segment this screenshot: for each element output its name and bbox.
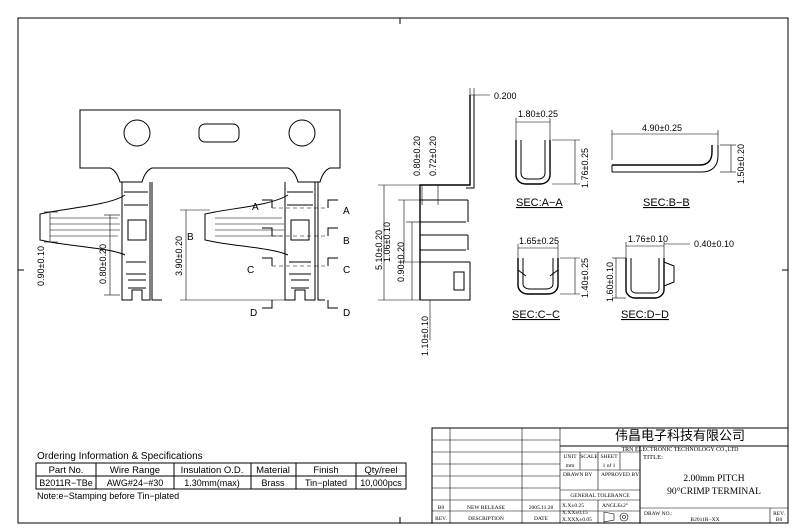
dim-side-090: 0.90±0.20 (396, 242, 406, 282)
projection-symbol (603, 511, 629, 523)
release-date: 2005.11.28 (529, 505, 554, 511)
approved-by-label: APPROVED BY (601, 472, 639, 478)
section-c-right: C (343, 265, 350, 276)
terminal-left (39, 182, 162, 301)
ordering-header-wire: Wire Range (110, 465, 160, 476)
section-a-left: A (252, 202, 259, 213)
section-d-view (612, 242, 690, 299)
sec-b-width: 4.90±0.25 (642, 123, 682, 133)
rev-value-right: B0 (776, 517, 783, 523)
sec-a-height: 1.76±0.25 (580, 148, 590, 188)
rev-label-right: REV. (773, 511, 785, 517)
new-release: NEW RELEASE (467, 505, 506, 511)
general-tolerance-label: GENERAL TOLERANCE (570, 493, 630, 499)
ordering-table (35, 462, 407, 490)
sec-b-label: SEC:B−B (643, 197, 690, 209)
rev-b0: B0 (438, 505, 445, 511)
section-d-left: D (250, 308, 257, 319)
ordering-header-part: Part No. (49, 465, 84, 476)
ordering-header-qty: Qty/reel (364, 465, 397, 476)
title-block (431, 427, 789, 524)
pilot-hole-right (288, 119, 316, 147)
unit-label: UNIT (563, 454, 577, 460)
sec-d-tab: 0.40±0.10 (694, 239, 734, 249)
section-d-right: D (343, 308, 350, 319)
ordering-note: Note:e−Stamping before Tin−plated (37, 491, 179, 501)
drawn-by-label: DRAWN BY (563, 472, 592, 478)
title-line-2: 90°CRIMP TERMINAL (667, 486, 761, 497)
rev-label: REV. (435, 516, 447, 522)
draw-no-label: DRAW NO.: (644, 511, 673, 517)
section-marks (262, 199, 338, 309)
ordering-cell-material: Brass (261, 478, 285, 488)
dim-side-106: 1.06±0.10 (382, 222, 392, 262)
tolerance-1: X.X±0.25 (562, 503, 584, 509)
ordering-header-finish: Finish (313, 465, 338, 476)
sec-a-width: 1.80±0.25 (518, 109, 558, 119)
sec-d-width: 1.76±0.10 (628, 234, 668, 244)
unit-value: mm (566, 463, 575, 469)
dim-side-072: 0.72±0.20 (428, 136, 438, 176)
ordering-cell-part: B2011R−TBe (39, 478, 93, 488)
sec-b-height: 1.50±0.20 (736, 144, 746, 184)
ordering-cell-wire: AWG#24−#30 (107, 478, 163, 488)
sec-c-height: 1.40±0.25 (580, 258, 590, 298)
ordering-cell-qty: 10,000pcs (360, 478, 402, 488)
ordering-cell-insulation: 1.30mm(max) (184, 478, 240, 488)
company-name-cn: 伟昌电子科技有限公司 (615, 428, 745, 443)
scale-label: SCALE (580, 454, 598, 460)
dim-lines-left (44, 209, 290, 301)
company-name-en: TRN ELECTRONIC TECHNOLOGY CO.,LTD (622, 447, 740, 453)
section-a-view (515, 118, 580, 185)
sheet-value: 1 of 1 (603, 462, 616, 469)
section-b-view (611, 130, 736, 173)
sheet-label: SHEET (600, 454, 618, 460)
section-a-right: A (343, 206, 350, 217)
dim-side-080: 0.80±0.20 (412, 136, 422, 176)
angle-label: ANGLE (602, 503, 621, 509)
ordering-cell-finish: Tin−plated (305, 478, 347, 488)
carrier-strip (79, 109, 341, 183)
date-label: DATE (534, 516, 549, 522)
dim-left-080: 0.80±0.20 (98, 244, 108, 284)
title-label: TITLE: (643, 454, 663, 461)
ordering-header-material: Material (256, 465, 290, 476)
section-c-view (517, 244, 580, 295)
dim-side-110: 1.10±0.10 (420, 316, 430, 356)
tolerance-3: X.XXX±0.05 (562, 517, 592, 523)
terminal-right (204, 182, 325, 301)
angle-value: ±2° (620, 502, 628, 509)
sec-a-label: SEC:A−A (516, 197, 563, 209)
section-b-left: B (187, 232, 194, 243)
sec-d-height: 1.60±0.10 (605, 262, 615, 302)
dim-mid-390: 3.90±0.20 (174, 236, 184, 276)
title-line-1: 2.00mm PITCH (683, 474, 744, 484)
sec-c-width: 1.65±0.25 (519, 236, 559, 246)
dim-side-510: 5.10±0.20 (374, 230, 384, 270)
slot-hole (198, 123, 240, 143)
description-label: DESCRIPTION (468, 516, 504, 522)
ordering-title: Ordering Information & Specifications (37, 451, 203, 462)
section-b-right: B (343, 236, 350, 247)
pilot-hole-left (123, 119, 151, 147)
tolerance-2: X.XX±0.15 (562, 510, 588, 516)
section-c-left: C (247, 265, 254, 276)
side-view (378, 88, 490, 340)
ordering-header-insulation: Insulation O.D. (181, 465, 244, 476)
dim-left-090: 0.90±0.10 (36, 246, 46, 286)
draw-no-value: B2011R−XX (690, 517, 719, 523)
top-view: A A B B C C D D 0.90±0.10 0.80±0.20 3.90… (36, 109, 350, 319)
sec-c-label: SEC:C−C (512, 309, 560, 321)
sec-d-label: SEC:D−D (621, 309, 669, 321)
dim-pitch-height: 0.200 (494, 91, 517, 101)
